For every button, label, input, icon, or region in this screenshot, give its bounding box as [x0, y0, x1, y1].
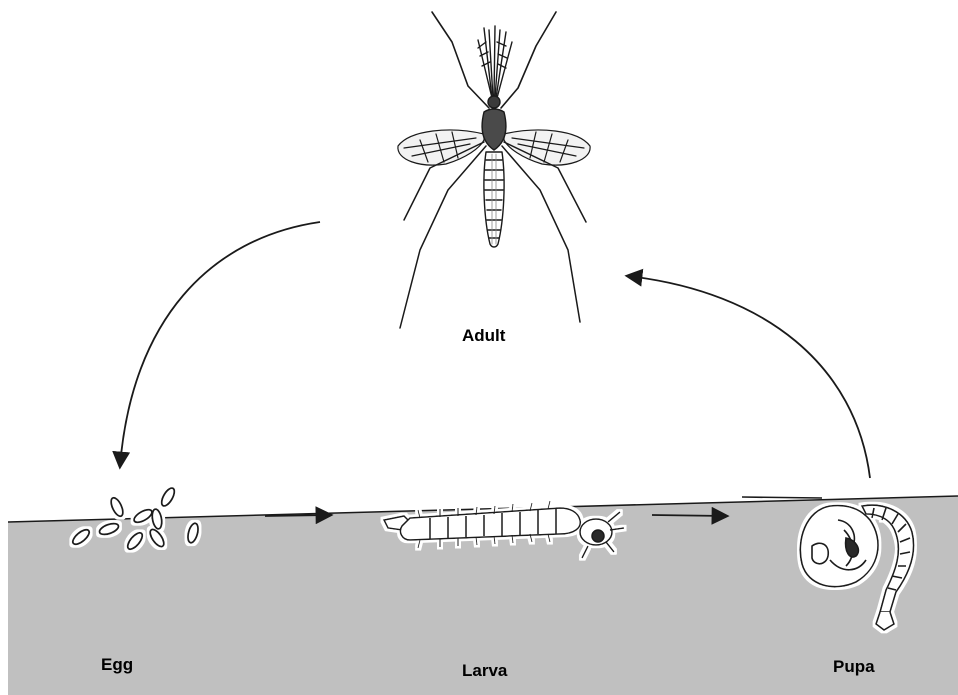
egg [159, 486, 177, 508]
arrow-egg-to-larva [265, 515, 330, 516]
label-larva: Larva [462, 661, 507, 681]
label-egg: Egg [101, 655, 133, 675]
label-adult: Adult [462, 326, 505, 346]
pupa-breathing-tube [742, 497, 822, 498]
arrow-larva-to-pupa [652, 515, 726, 516]
mosquito-body [482, 96, 506, 247]
arrow-adult-to-egg [120, 222, 320, 466]
mosquito-antennae [478, 26, 512, 98]
label-pupa: Pupa [833, 657, 875, 677]
cycle-arrows [120, 222, 870, 516]
egg [109, 496, 126, 518]
adult-mosquito-illustration [398, 12, 590, 328]
arrow-pupa-to-adult [628, 276, 870, 478]
